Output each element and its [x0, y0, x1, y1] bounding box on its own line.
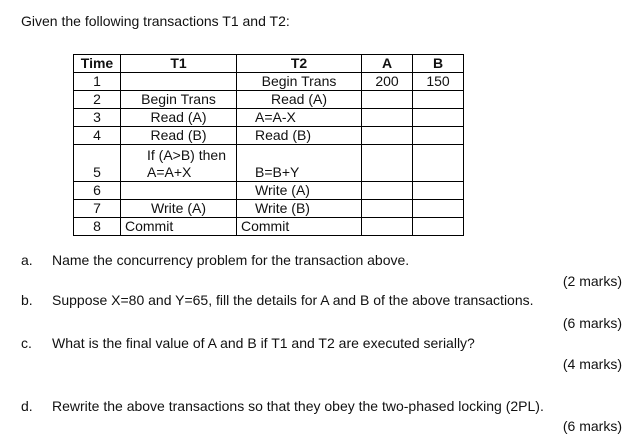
table-row: 1 Begin Trans 200 150: [73, 72, 464, 91]
cell-t2: Write (B): [236, 199, 362, 218]
cell-t1-line2: A=A+X: [147, 164, 192, 180]
intro-text: Given the following transactions T1 and …: [21, 13, 290, 29]
cell-time: 7: [73, 199, 121, 218]
cell-t2: B=B+Y: [236, 144, 362, 182]
cell-t1: Read (B): [120, 126, 237, 145]
cell-b: [412, 199, 464, 218]
cell-a: [361, 199, 413, 218]
header-b: B: [412, 54, 464, 73]
table-row: 7 Write (A) Write (B): [73, 199, 464, 218]
question-a-label: a.: [21, 252, 33, 268]
cell-t1: If (A>B) then A=A+X: [120, 144, 237, 182]
table-row: 8 Commit Commit: [73, 217, 464, 236]
cell-a: [361, 217, 413, 236]
question-d-marks: (6 marks): [562, 418, 622, 434]
question-c-text: What is the final value of A and B if T1…: [52, 335, 475, 351]
cell-a: 200: [361, 72, 413, 91]
cell-a: [361, 181, 413, 200]
cell-t2: Begin Trans: [236, 72, 362, 91]
table-row: 4 Read (B) Read (B): [73, 126, 464, 145]
cell-time: 5: [73, 144, 121, 182]
question-d-text: Rewrite the above transactions so that t…: [52, 398, 544, 414]
cell-t2: A=A-X: [236, 108, 362, 127]
cell-t1: Begin Trans: [120, 90, 237, 109]
header-t1: T1: [120, 54, 237, 73]
cell-b: [412, 144, 464, 182]
cell-t1: Read (A): [120, 108, 237, 127]
cell-time: 1: [73, 72, 121, 91]
cell-b: [412, 217, 464, 236]
cell-b: [412, 126, 464, 145]
table-row: 5 If (A>B) then A=A+X B=B+Y: [73, 144, 464, 182]
cell-a: [361, 108, 413, 127]
question-c-marks: (4 marks): [562, 356, 622, 372]
question-b-label: b.: [21, 292, 33, 308]
header-a: A: [361, 54, 413, 73]
question-a-marks: (2 marks): [562, 273, 622, 289]
cell-time: 4: [73, 126, 121, 145]
cell-t2: Read (A): [236, 90, 362, 109]
cell-time: 8: [73, 217, 121, 236]
header-time: Time: [73, 54, 121, 73]
cell-t2: Commit: [236, 217, 362, 236]
cell-time: 3: [73, 108, 121, 127]
cell-t1: [120, 72, 237, 91]
table-row: 2 Begin Trans Read (A): [73, 90, 464, 109]
question-b-text: Suppose X=80 and Y=65, fill the details …: [52, 292, 534, 308]
cell-b: [412, 181, 464, 200]
cell-t1: Commit: [120, 217, 237, 236]
question-d-label: d.: [21, 398, 33, 414]
header-t2: T2: [236, 54, 362, 73]
question-a-text: Name the concurrency problem for the tra…: [52, 252, 410, 268]
cell-time: 2: [73, 90, 121, 109]
cell-a: [361, 126, 413, 145]
cell-b: [412, 108, 464, 127]
cell-a: [361, 144, 413, 182]
cell-b: [412, 90, 464, 109]
question-c-label: c.: [21, 335, 32, 351]
cell-t2: Read (B): [236, 126, 362, 145]
cell-t1-line1: If (A>B) then: [147, 147, 226, 163]
transaction-table: Time T1 T2 A B 1 Begin Trans 200 150 2 B…: [73, 54, 464, 236]
cell-a: [361, 90, 413, 109]
cell-time: 6: [73, 181, 121, 200]
table-row: 6 Write (A): [73, 181, 464, 200]
cell-t1: [120, 181, 237, 200]
table-row: 3 Read (A) A=A-X: [73, 108, 464, 127]
cell-t1: Write (A): [120, 199, 237, 218]
question-b-marks: (6 marks): [562, 315, 622, 331]
table-header-row: Time T1 T2 A B: [73, 54, 464, 73]
cell-t2: Write (A): [236, 181, 362, 200]
cell-b: 150: [412, 72, 464, 91]
